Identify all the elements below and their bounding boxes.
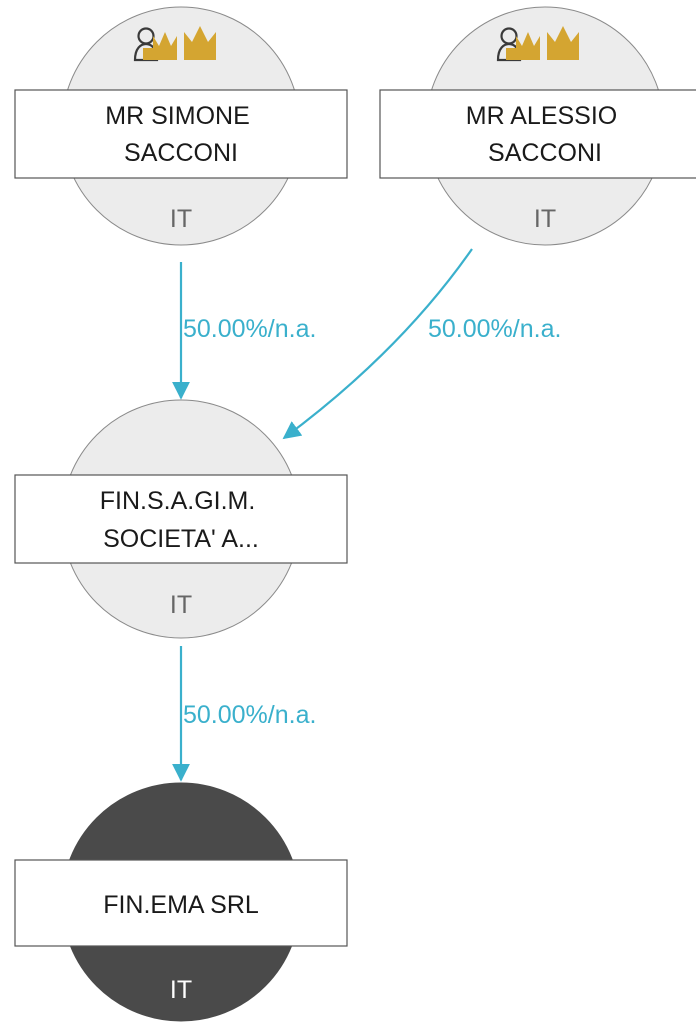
crown-icon: [516, 32, 540, 60]
edge-alessio-to-finsagim[interactable]: 50.00%/n.a.: [282, 248, 561, 440]
node-country: IT: [534, 205, 556, 233]
node-name: FIN.S.A.GI.M. SOCIETA' A...: [100, 487, 263, 553]
crown-icon: [153, 32, 177, 60]
node-label-box: [379, 89, 696, 179]
node-simone-sacconi[interactable]: MR SIMONE SACCONI IT: [14, 6, 348, 246]
edge-finsagim-to-finema[interactable]: 50.00%/n.a.: [172, 646, 316, 782]
edge-simone-to-finsagim[interactable]: 50.00%/n.a.: [172, 262, 316, 400]
node-label-box: [14, 474, 348, 564]
node-label-box: [14, 859, 348, 947]
edge-label: 50.00%/n.a.: [428, 315, 561, 343]
edge-label: 50.00%/n.a.: [183, 315, 316, 343]
node-name: FIN.EMA SRL: [103, 891, 259, 919]
node-country: IT: [170, 976, 192, 1004]
edge-label: 50.00%/n.a.: [183, 701, 316, 729]
node-alessio-sacconi[interactable]: MR ALESSIO SACCONI IT: [379, 6, 696, 246]
crown-icon: [547, 26, 579, 60]
node-country: IT: [170, 591, 192, 619]
node-finema-srl[interactable]: FIN.EMA SRL IT: [14, 782, 348, 1022]
crown-icon: [184, 26, 216, 60]
node-country: IT: [170, 205, 192, 233]
node-name: MR ALESSIO SACCONI: [466, 102, 624, 167]
node-label-box: [14, 89, 348, 179]
node-name: MR SIMONE SACCONI: [105, 102, 256, 167]
node-finsagim[interactable]: FIN.S.A.GI.M. SOCIETA' A... IT: [14, 399, 348, 639]
edge-line: [282, 248, 473, 440]
